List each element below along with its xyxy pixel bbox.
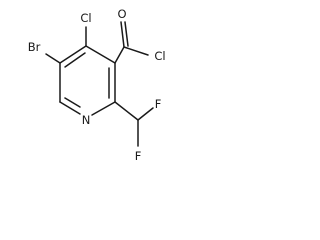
bond-c2-br xyxy=(45,53,61,64)
bond-c2-c3-inner xyxy=(64,52,86,68)
bond-c5-n xyxy=(91,101,116,116)
atom-acyl-chlorine: Cl xyxy=(154,49,165,63)
bond-c4-carbonyl xyxy=(114,46,125,64)
bond-c3-c4 xyxy=(85,45,116,64)
structure-diagram: Br Cl O Cl N F F xyxy=(28,7,166,163)
bond-c2-c3 xyxy=(59,45,87,64)
atom-ring-nitrogen: N xyxy=(82,113,91,127)
bond-chf2-f-top xyxy=(137,107,154,121)
atom-carbonyl-oxygen: O xyxy=(117,7,126,21)
bond-carbonyl-cl xyxy=(123,46,149,56)
bond-n-c1-inner xyxy=(64,97,81,108)
atom-ring-chlorine: Cl xyxy=(80,11,91,25)
atom-bromine: Br xyxy=(28,40,41,54)
bond-n-c1 xyxy=(59,101,81,115)
atom-fluorine-bottom: F xyxy=(135,149,142,163)
atom-fluorine-top: F xyxy=(155,97,162,111)
bond-carbonyl-o-b xyxy=(124,21,129,47)
bond-carbonyl-o-a xyxy=(120,21,125,48)
bond-c5-chf2 xyxy=(114,101,139,121)
